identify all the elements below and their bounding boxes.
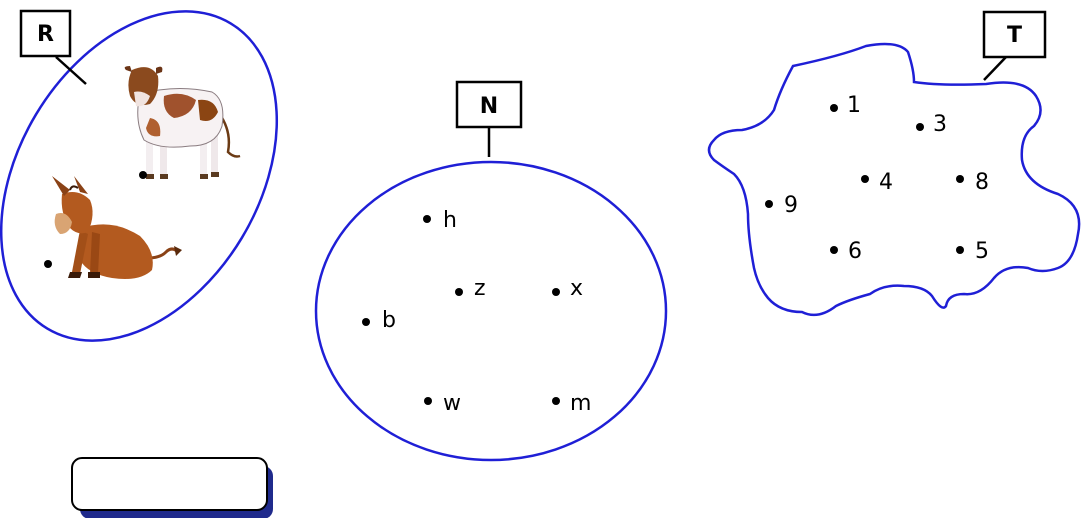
element-dot [830, 246, 838, 254]
set-t-element-4: 4 [861, 170, 893, 195]
element-label: z [474, 276, 486, 301]
set-r: R [0, 9, 279, 342]
set-r-outline [0, 10, 279, 342]
element-label: 6 [848, 239, 862, 264]
set-t-element-3: 3 [916, 112, 947, 137]
set-r-leader [55, 56, 87, 85]
element-label: 5 [975, 239, 989, 264]
element-dot [362, 318, 370, 326]
element-label: m [570, 391, 591, 416]
element-dot [861, 175, 869, 183]
set-t: T 1 3 4 8 9 6 [707, 10, 1081, 317]
set-t-label-box [982, 10, 1047, 59]
element-label: b [382, 308, 396, 333]
element-label: 8 [975, 170, 989, 195]
set-n-label: N [480, 94, 498, 119]
set-r-label-box [19, 9, 72, 58]
element-dot [956, 175, 964, 183]
set-t-element-9: 9 [765, 193, 798, 218]
element-dot [552, 397, 560, 405]
set-t-outline [707, 42, 1081, 317]
set-t-element-5: 5 [956, 239, 989, 264]
element-label: x [570, 276, 583, 301]
element-label: h [443, 208, 457, 233]
element-label: 1 [847, 93, 861, 118]
set-n-element-x: x [552, 276, 583, 301]
set-r-label: R [37, 22, 54, 47]
element-dot [424, 397, 432, 405]
set-n-element-h: h [423, 208, 457, 233]
element-label: 9 [784, 193, 798, 218]
set-t-element-1: 1 [830, 93, 861, 118]
set-t-element-8: 8 [956, 170, 989, 195]
element-dot [455, 288, 463, 296]
set-n-elements: h z x b w m [362, 208, 591, 416]
set-n-label-box [455, 80, 523, 129]
set-n-element-w: w [424, 391, 461, 416]
element-label: w [443, 391, 461, 416]
cow-dot [139, 171, 147, 179]
set-n-element-m: m [552, 391, 591, 416]
element-dot [830, 104, 838, 112]
set-n-element-z: z [455, 276, 486, 301]
answer-box[interactable] [71, 457, 273, 518]
element-dot [916, 123, 924, 131]
element-label: 3 [933, 112, 947, 137]
set-n-outline [314, 160, 668, 462]
donkey-dot [44, 260, 52, 268]
cow-picture [124, 66, 241, 179]
set-t-element-6: 6 [830, 239, 862, 264]
element-dot [956, 246, 964, 254]
set-n: N h z x b w m [314, 80, 668, 462]
set-t-elements: 1 3 4 8 9 6 5 [765, 93, 989, 264]
set-n-element-b: b [362, 308, 396, 333]
element-dot [552, 288, 560, 296]
element-dot [765, 200, 773, 208]
answer-box-field[interactable] [71, 457, 268, 511]
donkey-picture [52, 176, 182, 279]
element-dot [423, 215, 431, 223]
element-label: 4 [879, 170, 893, 195]
set-t-leader [983, 56, 1007, 81]
set-t-label: T [1007, 23, 1022, 48]
